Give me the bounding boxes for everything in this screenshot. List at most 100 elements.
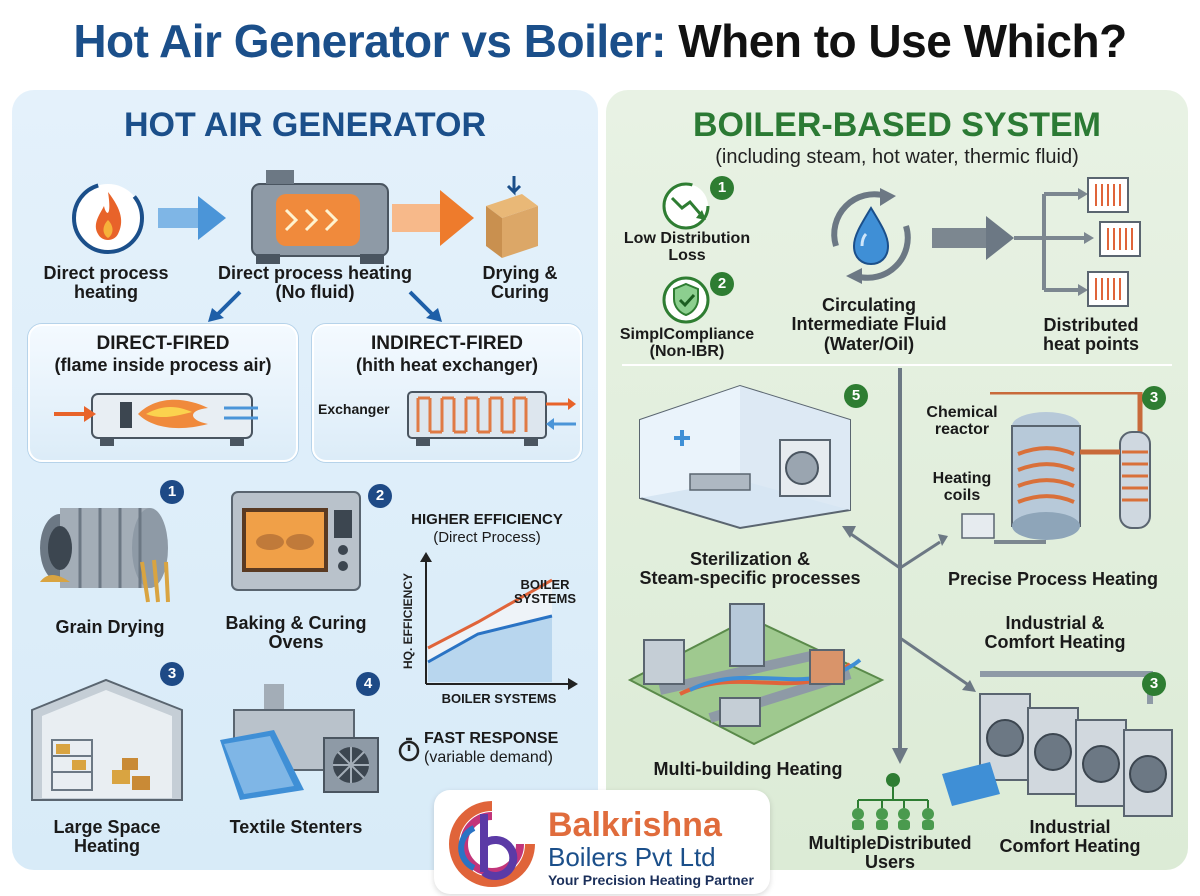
- drying-box-icon: [486, 176, 538, 258]
- fast-response-line2: (variable demand): [424, 749, 553, 766]
- chart-series-label-line1: BOILER: [520, 577, 570, 592]
- distributed-line1: Distributed: [1043, 315, 1139, 335]
- right-panel-divider: [622, 364, 1172, 366]
- chart-title-line2: (Direct Process): [433, 529, 541, 546]
- app2-label-line1: Baking & Curing: [225, 613, 367, 633]
- fast-response-line1: FAST RESPONSE: [424, 730, 559, 747]
- chem-line1: Chemical: [926, 404, 998, 421]
- direct-fired-subtitle: (flame inside process air): [54, 355, 272, 375]
- app3-badge: 3: [160, 662, 184, 686]
- app1-label: Grain Drying: [55, 617, 165, 637]
- efficiency-chart: [420, 552, 578, 690]
- boiler-systems-line: [427, 614, 553, 664]
- chart-series-label: BOILER SYSTEMS: [500, 577, 590, 607]
- industrial-comfort-heading: Industrial & Comfort Heating: [950, 613, 1160, 653]
- app2-label-line2: Ovens: [268, 632, 324, 653]
- benefit2-line1: SimplCompliance: [619, 326, 755, 343]
- heating-coils-label: Heating coils: [924, 470, 1000, 505]
- balkrishna-logo-mark: [449, 801, 535, 887]
- distribution-arrows: [842, 368, 976, 764]
- flow-step2-label: Direct process heating (No fluid): [200, 263, 430, 303]
- direct-fired-burner-icon: [54, 393, 258, 446]
- users-line1: MultipleDistributed: [808, 833, 972, 853]
- burner-icon: [72, 182, 144, 254]
- multi-building-label: Multi-building Heating: [653, 759, 843, 779]
- radiator-icon: [1087, 271, 1129, 307]
- benefit1-line1: Low Distribution: [623, 230, 751, 247]
- chart-title-line1: HIGHER EFFICIENCY: [411, 511, 563, 528]
- chart-ylabel: HQ. EFFICIENCY: [401, 573, 415, 670]
- flow-step2-line1: Direct process heating: [217, 263, 413, 283]
- sterilization-badge: 5: [844, 384, 868, 408]
- distributed-line2: heat points: [1042, 334, 1139, 355]
- app3-label-line1: Large Space: [53, 817, 161, 837]
- heat-exchanger-icon: [407, 391, 576, 446]
- process-badge: 3: [1142, 386, 1166, 410]
- flow-step3-line1: Drying &: [482, 263, 558, 283]
- chem-line2: reactor: [934, 421, 990, 439]
- fluid-line1: Circulating: [821, 295, 916, 315]
- low-loss-icon: [662, 182, 710, 230]
- page-title: Hot Air Generator vs Boiler: When to Use…: [0, 14, 1200, 68]
- laundry-line2: Comfort Heating: [999, 836, 1141, 857]
- brand-name-line2: Boilers Pvt Ltd: [548, 842, 716, 872]
- benefit2-badge: 2: [710, 272, 734, 296]
- heater-unit-icon: [251, 170, 389, 264]
- sterilization-line1: Sterilization &: [689, 549, 810, 569]
- coil-line1: Heating: [932, 470, 992, 487]
- sterilization-label: Sterilization & Steam-specific processes: [620, 549, 880, 589]
- direct-process-line: [427, 578, 553, 650]
- textile-stenter-icon: [220, 684, 379, 800]
- benefit1-badge: 1: [710, 176, 734, 200]
- fluid-line2: Intermediate Fluid: [791, 314, 947, 335]
- stopwatch-icon: [398, 737, 420, 762]
- industrial-comfort-label: Industrial Comfort Heating: [980, 817, 1160, 857]
- fluid-line3: (Water/Oil): [823, 333, 915, 354]
- flow-step3-line2: Curing: [491, 282, 549, 303]
- laundry-badge: 3: [1142, 672, 1166, 696]
- chemical-reactor-label: Chemical reactor: [914, 404, 1010, 439]
- chemical-reactor-icon: [961, 392, 1151, 544]
- flow-step2-line2: (No fluid): [275, 282, 355, 303]
- compliance-shield-icon: [662, 276, 710, 324]
- boiler-system-subheader: (including steam, hot water, thermic flu…: [715, 146, 1079, 168]
- distribution-graphic: [932, 177, 1141, 307]
- brand-name: Balkrishna: [548, 806, 722, 844]
- indirect-fired-title: INDIRECT-FIRED: [371, 333, 523, 354]
- coil-line2: coils: [943, 487, 981, 505]
- precise-process-label: Precise Process Heating: [947, 569, 1159, 589]
- laundry-line1: Industrial: [1029, 817, 1111, 837]
- radiator-icon: [1087, 177, 1129, 213]
- users-line2: Users: [864, 852, 916, 873]
- split-arrows: [208, 290, 442, 322]
- brand-tagline: Your Precision Heating Partner: [548, 872, 754, 888]
- chart-series-label-line2: SYSTEMS: [513, 591, 577, 607]
- benefit1-label: Low Distribution Loss: [614, 230, 760, 265]
- app2-label: Baking & Curing Ovens: [206, 613, 386, 653]
- flow-step3-label: Drying & Curing: [450, 263, 590, 303]
- app2-badge: 2: [368, 484, 392, 508]
- warehouse-icon: [31, 678, 183, 801]
- industrial-laundry-icon: [942, 671, 1173, 817]
- hot-air-generator-header: HOT AIR GENERATOR: [123, 106, 487, 144]
- indirect-fired-subtitle: (hith heat exchanger): [355, 355, 539, 375]
- distributed-users-label: MultipleDistributed Users: [790, 833, 990, 873]
- chart-ylabel-wrap: HQ. EFFICIENCY: [392, 566, 422, 682]
- app4-badge: 4: [356, 672, 380, 696]
- radiator-icon: [1099, 221, 1141, 257]
- title-part1: Hot Air Generator vs Boiler:: [73, 15, 666, 67]
- benefit1-line2: Loss: [668, 247, 706, 265]
- flow-arrow-icon: [158, 196, 226, 240]
- indirect-fired-exchanger-label: Exchanger: [318, 401, 390, 417]
- benefit2-line2: (Non-IBR): [649, 343, 725, 361]
- circulating-fluid-icon: [831, 188, 911, 284]
- distributed-label: Distributed heat points: [1016, 315, 1166, 355]
- hag-flow-graphic: [72, 170, 538, 264]
- app4-label: Textile Stenters: [229, 817, 363, 837]
- benefit2-label: SimplCompliance (Non-IBR): [614, 326, 760, 361]
- sterilization-line2: Steam-specific processes: [639, 568, 861, 589]
- fluid-label: Circulating Intermediate Fluid (Water/Oi…: [774, 295, 964, 354]
- multi-building-icon: [627, 603, 885, 746]
- grain-dryer-icon: [40, 508, 170, 603]
- app3-label: Large Space Heating: [22, 817, 192, 857]
